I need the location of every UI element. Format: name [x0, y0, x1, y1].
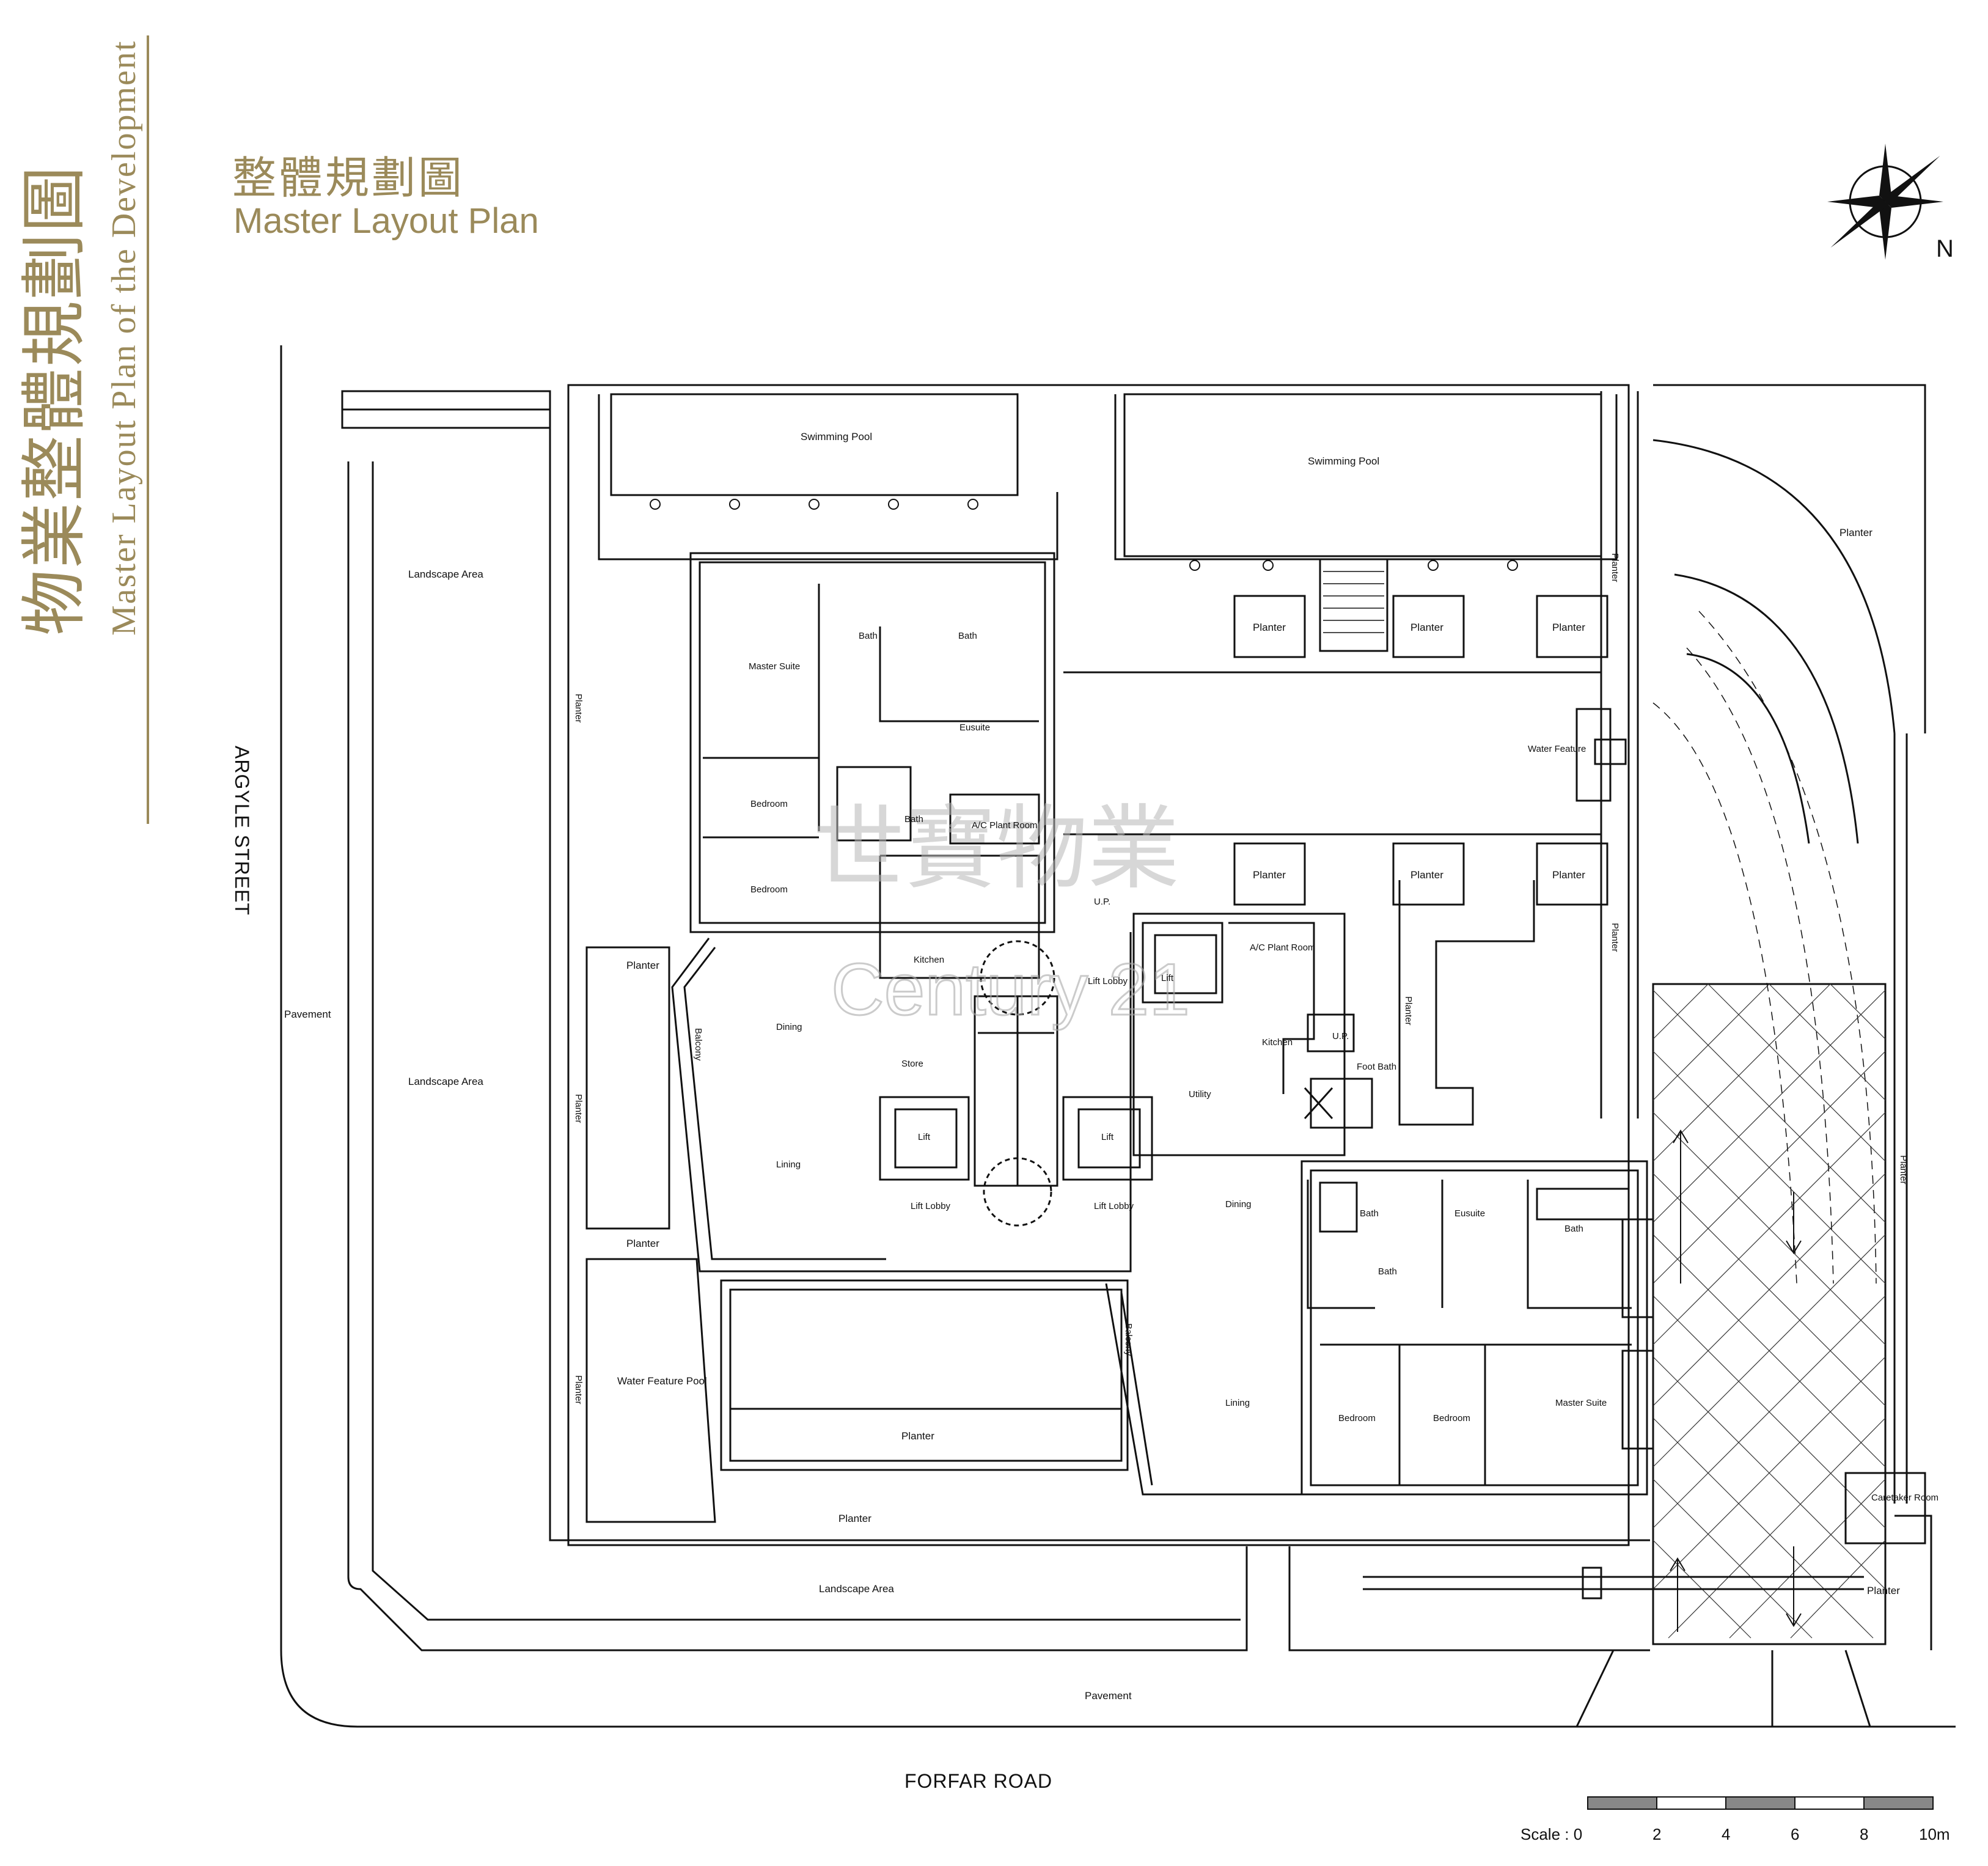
label-up-b: U.P.: [1332, 1031, 1349, 1041]
label-lift-b: Lift: [1101, 1132, 1114, 1142]
label-bath-b2: Bath: [1378, 1266, 1397, 1277]
label-balcony-b: Balcony: [1123, 1323, 1134, 1356]
label-planter-east-3: Planter: [1867, 1585, 1900, 1596]
swimming-pool-1-outline: [567, 384, 1630, 1546]
label-bath-a3: Bath: [904, 814, 923, 825]
label-planter-east-1: Planter: [1839, 527, 1872, 538]
label-dining-b: Dining: [1225, 1199, 1252, 1210]
label-utility-b: Utility: [1189, 1089, 1211, 1100]
label-swimming-pool-1: Swimming Pool: [801, 431, 872, 443]
label-planter-v2: Planter: [1610, 923, 1620, 952]
label-landscape-area-1: Landscape Area: [408, 568, 483, 580]
label-bedroom-b2: Bedroom: [1433, 1413, 1470, 1423]
label-water-feature-pool: Water Feature Pool: [617, 1375, 707, 1387]
label-bedroom-a2: Bedroom: [750, 884, 788, 895]
label-planter-east-2: Planter: [1898, 1155, 1909, 1185]
ramp-hatched-area: [1652, 983, 1887, 1645]
label-lift-lobby-b: Lift Lobby: [1094, 1201, 1134, 1211]
label-bedroom-a1: Bedroom: [750, 799, 788, 809]
scale-tick-8: 8: [1860, 1825, 1868, 1843]
watermark-en: Century 21: [831, 949, 1190, 1030]
label-lining-b: Lining: [1225, 1398, 1250, 1408]
label-planter-center: Planter: [901, 1430, 934, 1442]
label-master-suite-b: Master Suite: [1555, 1398, 1607, 1408]
label-dining-a: Dining: [776, 1022, 802, 1032]
page-title-zh: 整體規劃圖: [232, 152, 465, 204]
label-planter-v1: Planter: [1610, 553, 1620, 582]
label-planter-bottom: Planter: [838, 1513, 871, 1524]
west-landscape-band: [347, 461, 1248, 1651]
label-planter-box-5: Planter: [1410, 869, 1443, 881]
label-planter-box-3: Planter: [1552, 622, 1585, 633]
label-kitchen-a: Kitchen: [914, 955, 944, 965]
label-ensuite-a: Eusuite: [959, 722, 990, 733]
site-boundary: [280, 345, 1956, 1728]
label-bedroom-b1: Bedroom: [1338, 1413, 1376, 1423]
label-planter-west-3: Planter: [573, 1375, 584, 1405]
label-up-a: U.P.: [1094, 897, 1110, 907]
scale-tick-6: 6: [1791, 1825, 1799, 1843]
label-landscape-area-2: Landscape Area: [408, 1076, 483, 1087]
east-ramp: [1652, 384, 1926, 734]
label-lining-a: Lining: [776, 1159, 801, 1170]
street-argyle: ARGYLE STREET: [231, 746, 253, 916]
label-foot-bath: Foot Bath: [1357, 1062, 1396, 1072]
label-planter-h2: Planter: [626, 1238, 659, 1249]
label-store-a: Store: [901, 1059, 923, 1069]
label-planter-box-2: Planter: [1410, 622, 1443, 633]
east-tower-outline: [1132, 913, 1346, 1156]
scale-tick-2: 2: [1652, 1825, 1661, 1843]
label-planter-h1: Planter: [626, 960, 659, 971]
label-balcony-a: Balcony: [693, 1028, 703, 1061]
west-tower-outline: [689, 552, 1055, 933]
label-planter-box-6: Planter: [1552, 869, 1585, 881]
label-bath-b1: Bath: [1360, 1208, 1379, 1219]
label-lift-lobby-a: Lift Lobby: [911, 1201, 951, 1211]
label-water-feature: Water Feature: [1528, 744, 1586, 754]
label-planter-box-1: Planter: [1253, 622, 1286, 633]
scale-prefix: Scale : 0: [1520, 1825, 1582, 1843]
scale-bar: Scale : 0 2 4 6 8 10m: [1520, 1796, 1950, 1843]
label-ensuite-b: Eusuite: [1454, 1208, 1485, 1219]
label-landscape-area-3: Landscape Area: [819, 1583, 894, 1595]
label-bath-b3: Bath: [1564, 1224, 1583, 1234]
scale-tick-4: 4: [1722, 1825, 1730, 1843]
label-master-suite-a: Master Suite: [749, 661, 800, 672]
label-lift-c: Lift: [1161, 973, 1174, 983]
north-label: N: [1936, 235, 1954, 262]
north-arrow-icon: [1827, 144, 1943, 260]
label-planter-west-1: Planter: [573, 694, 584, 723]
scale-tick-10: 10m: [1919, 1825, 1950, 1843]
watermark-zh: 世寶物業: [813, 796, 1179, 902]
label-ac-plant-a: A/C Plant Room: [972, 820, 1038, 831]
label-swimming-pool-2: Swimming Pool: [1308, 455, 1379, 467]
label-caretaker-room: Caretaker Room: [1871, 1493, 1938, 1503]
side-title-rule: [147, 35, 149, 824]
label-planter-v3: Planter: [1403, 996, 1414, 1026]
label-pavement-west: Pavement: [284, 1008, 331, 1020]
label-ac-plant-b: A/C Plant Room: [1250, 942, 1316, 953]
label-bath-a2: Bath: [958, 631, 977, 641]
label-planter-box-4: Planter: [1253, 869, 1286, 881]
label-planter-west-2: Planter: [573, 1094, 584, 1123]
label-lift-a: Lift: [918, 1132, 931, 1142]
label-kitchen-b: Kitchen: [1262, 1037, 1293, 1048]
label-pavement-south: Pavement: [1085, 1690, 1132, 1702]
street-forfar: FORFAR ROAD: [904, 1770, 1052, 1792]
label-bath-a1: Bath: [859, 631, 878, 641]
page-title-en: Master Layout Plan: [233, 201, 539, 241]
label-lift-lobby-c: Lift Lobby: [1088, 976, 1128, 986]
